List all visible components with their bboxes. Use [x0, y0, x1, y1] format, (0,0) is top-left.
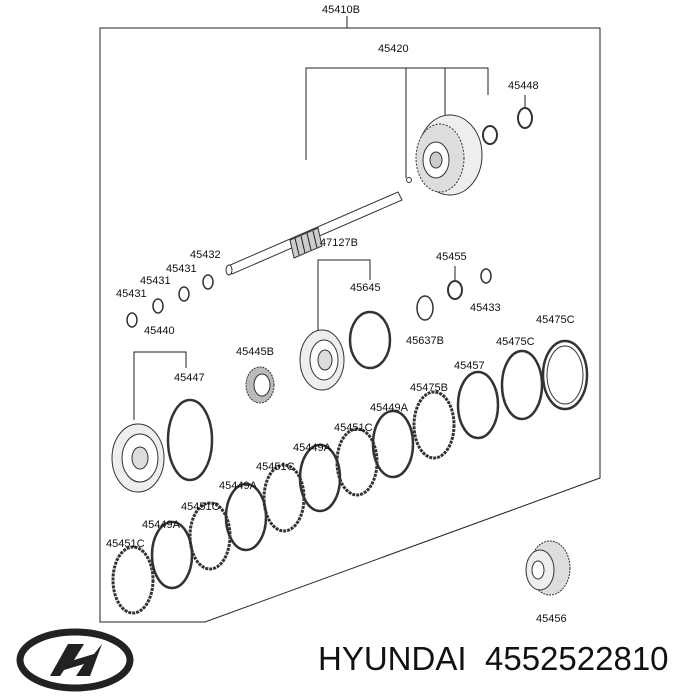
ring-45637B: [416, 295, 434, 321]
plate-45451C-b: [262, 463, 306, 533]
plate-45457: [456, 370, 500, 440]
label-45456: 45456: [536, 613, 567, 625]
label-45645: 45645: [350, 282, 381, 294]
plate-45451C-c: [188, 501, 232, 571]
ring-45455: [447, 280, 463, 300]
label-45448: 45448: [508, 80, 539, 92]
label-45431-b: 45431: [140, 275, 171, 287]
label-45447: 45447: [174, 372, 205, 384]
bracket-47127B: [317, 259, 371, 330]
hyundai-logo-icon: [16, 628, 134, 692]
ring-drum: [482, 125, 498, 145]
label-45451C-d: 45451C: [106, 538, 145, 550]
label-45440: 45440: [144, 325, 175, 337]
label-45451C-b: 45451C: [256, 461, 295, 473]
ring-45431-b: [152, 298, 164, 314]
label-45449A-c: 45449A: [219, 480, 258, 492]
label-45449A-d: 45449A: [142, 519, 181, 531]
label-45449A-a: 45449A: [370, 402, 409, 414]
label-45420: 45420: [378, 43, 409, 55]
input-shaft: [225, 177, 412, 276]
ring-45448: [517, 107, 533, 129]
label-45431-c: 45431: [116, 288, 147, 300]
piston-45440: [111, 423, 165, 493]
label-45410B: 45410B: [322, 4, 360, 16]
clutch-drum: [415, 114, 483, 196]
plate-45449A-b: [298, 443, 342, 513]
label-45449A-b: 45449A: [293, 442, 332, 454]
plate-45451C-d: [111, 545, 155, 615]
piston-47127B: [299, 329, 345, 391]
label-45475C-b: 45475C: [496, 336, 535, 348]
ring-45447: [166, 398, 214, 482]
plate-45449A-d: [150, 520, 194, 590]
plate-45475B: [412, 390, 456, 460]
label-45475C-a: 45475C: [536, 314, 575, 326]
label-45432: 45432: [190, 249, 221, 261]
label-45433: 45433: [470, 302, 501, 314]
label-45451C-c: 45451C: [181, 501, 220, 513]
brand-name: HYUNDAI: [318, 640, 467, 677]
label-45475B: 45475B: [410, 382, 448, 394]
hub-45456: [525, 540, 571, 596]
plate-45475C-a-inner: [546, 345, 584, 405]
label-45637B: 45637B: [406, 335, 444, 347]
label-47127B: 47127B: [320, 237, 358, 249]
bracket-45420: [305, 67, 489, 160]
bearing-45445B: [245, 366, 275, 404]
ring-45431-c: [126, 312, 138, 328]
ring-45431-a: [178, 286, 190, 302]
label-45457: 45457: [454, 360, 485, 372]
bracket-45440: [133, 351, 187, 420]
ring-45432: [202, 274, 214, 290]
part-number: 4552522810: [485, 640, 669, 677]
plate-45449A-a: [371, 409, 415, 479]
label-45455: 45455: [436, 251, 467, 263]
ring-45433: [480, 268, 492, 284]
label-45431-a: 45431: [166, 263, 197, 275]
plate-45475C-a: [541, 339, 589, 411]
diagram-frame: [99, 27, 601, 623]
plate-45451C-a: [335, 427, 379, 497]
label-45445B: 45445B: [236, 346, 274, 358]
ring-45645: [348, 310, 392, 370]
label-45451C-a: 45451C: [334, 422, 373, 434]
plate-45449A-c: [224, 482, 268, 552]
plate-45475C-b: [500, 349, 544, 421]
